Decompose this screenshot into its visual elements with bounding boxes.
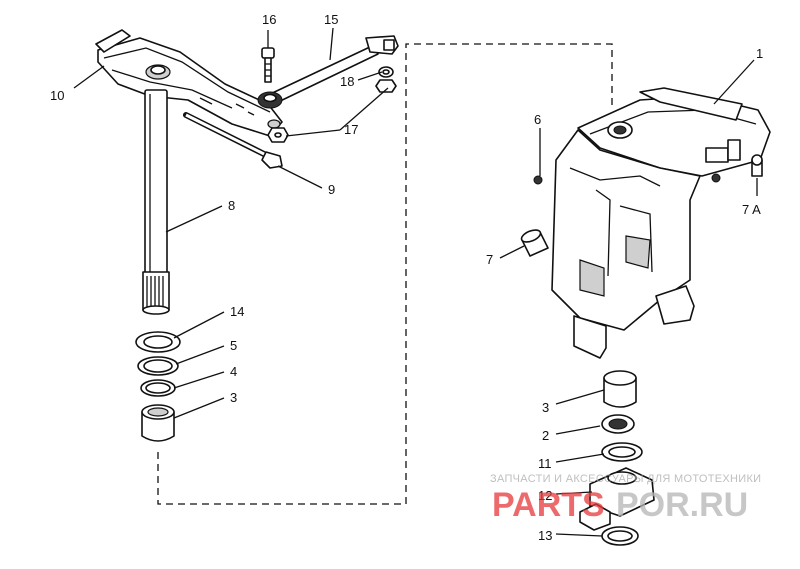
long-bolt-part: [183, 112, 283, 169]
callout-5: 5: [230, 338, 237, 353]
callout-10: 10: [50, 88, 64, 103]
callout-3-right: 3: [542, 400, 549, 415]
callout-1: 1: [756, 46, 763, 61]
callout-13: 13: [538, 528, 552, 543]
link-rod-part: [257, 35, 399, 109]
callout-7: 7: [486, 252, 493, 267]
callout-9: 9: [328, 182, 335, 197]
steering-arm-part: [95, 29, 283, 137]
callout-12: 12: [538, 488, 552, 503]
callout-15: 15: [324, 12, 338, 27]
watermark-tagline: ЗАПЧАСТИ И АКСЕССУАРЫ ДЛЯ МОТОТЕХНИКИ: [490, 473, 761, 485]
left-washer-stack: [135, 331, 181, 442]
routing-dashed-line: [157, 43, 613, 505]
callout-labels: 16 15 10 18 17 9 8 14 5 4 3 1 6 7 A 7 3 …: [50, 12, 763, 543]
callout-18: 18: [340, 74, 354, 89]
watermark-logo-red: PARTS: [492, 486, 605, 524]
bushing-part: [520, 229, 549, 257]
callout-2: 2: [542, 428, 549, 443]
callout-6: 6: [534, 112, 541, 127]
screw-part: [261, 47, 275, 83]
callout-8: 8: [228, 198, 235, 213]
callout-7a: 7 A: [742, 202, 761, 217]
callout-11: 11: [538, 456, 552, 471]
watermark-logo-gray: POR.RU: [616, 486, 748, 524]
callout-16: 16: [262, 12, 276, 27]
callout-3-left: 3: [230, 390, 237, 405]
shaft-part: [142, 89, 170, 315]
leader-lines: [73, 27, 758, 537]
callout-4: 4: [230, 364, 237, 379]
site-watermark: ЗАПЧАСТИ И АКСЕССУАРЫ ДЛЯ МОТОТЕХНИКИ PA…: [490, 473, 761, 524]
nut-and-washer-parts: [267, 66, 397, 143]
right-bottom-stack: [579, 370, 655, 546]
callout-14: 14: [230, 304, 244, 319]
callout-17: 17: [344, 122, 358, 137]
swivel-bracket-part: [533, 87, 771, 359]
